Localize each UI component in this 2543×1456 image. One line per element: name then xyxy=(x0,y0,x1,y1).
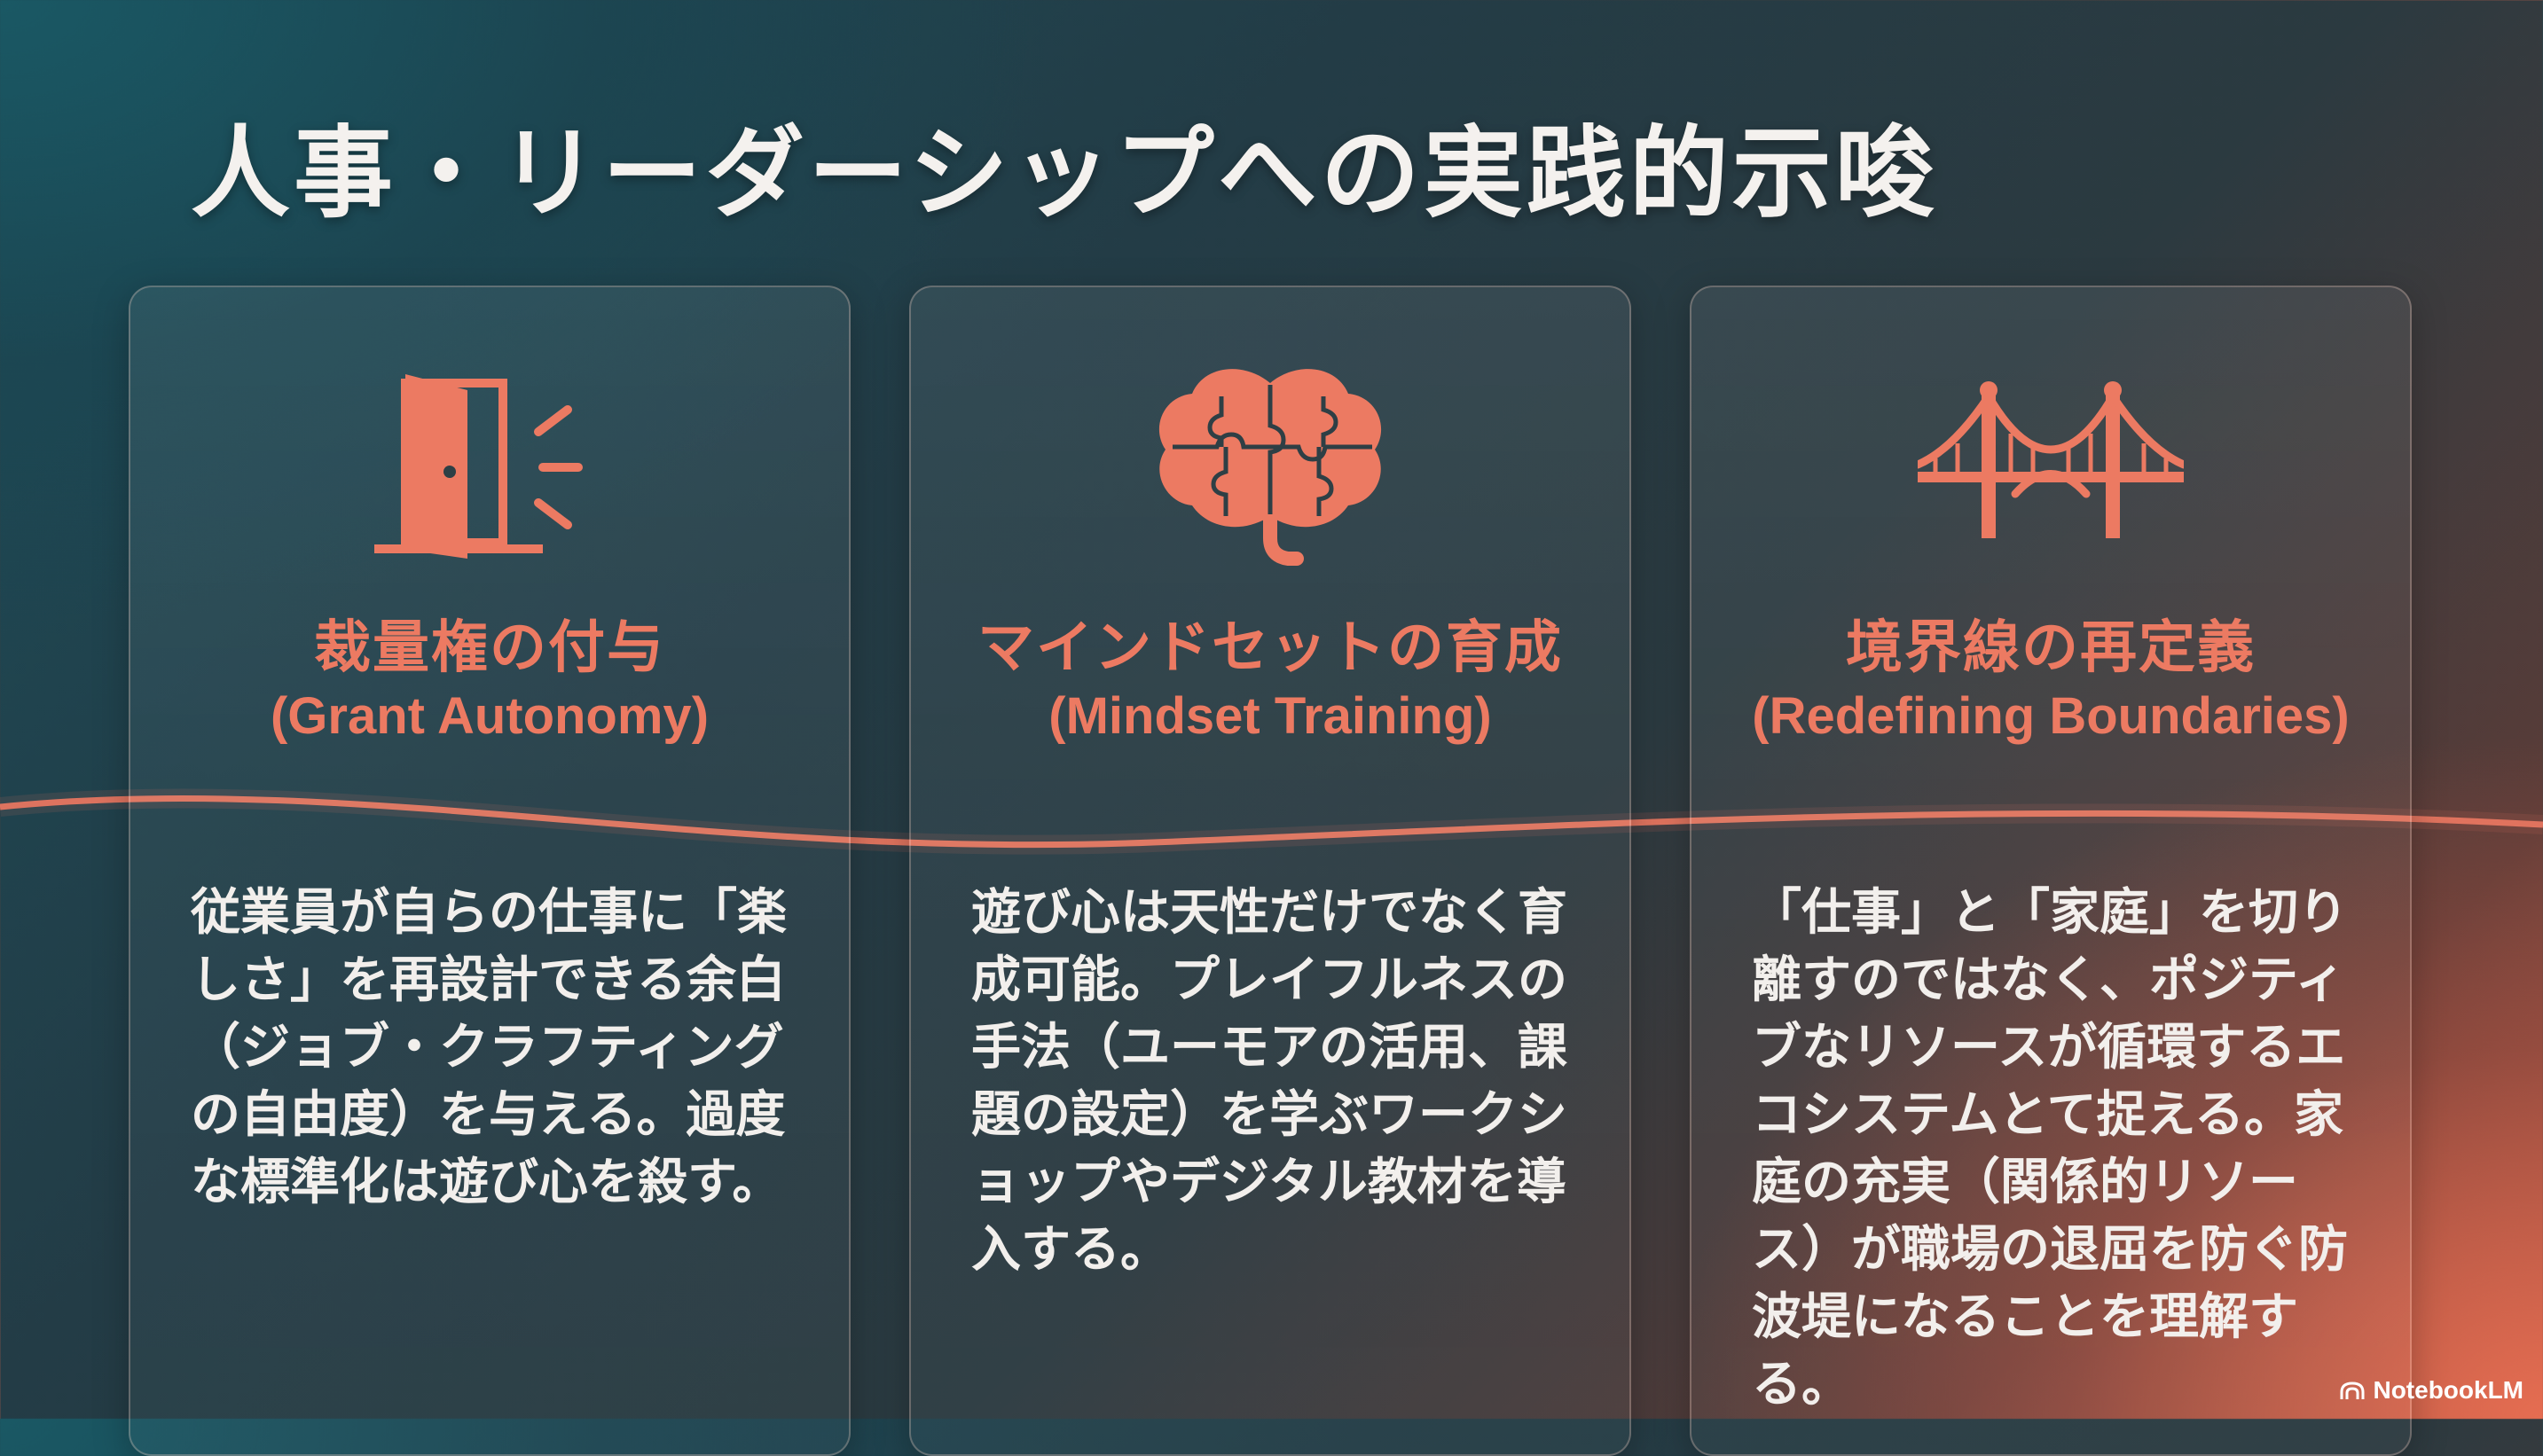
card-heading-jp: 境界線の再定義 xyxy=(1846,615,2256,681)
card-heading-jp: 裁量権の付与 xyxy=(314,615,665,681)
notebooklm-brand: NotebookLM xyxy=(2339,1376,2523,1405)
bridge-icon xyxy=(1918,348,2184,569)
card-body: 遊び心は天性だけでなく育成可能。プレイフルネスの手法（ユーモアの活用、課題の設定… xyxy=(971,884,1567,1279)
card-body: 「仕事」と「家庭」を切り離すのではなく、ポジティブなリソースが循環するエコシステ… xyxy=(1752,884,2348,1413)
notebooklm-logo-icon xyxy=(2340,1382,2365,1399)
card-redefining-boundaries: 境界線の再定義 (Redefining Boundaries) 「仕事」と「家庭… xyxy=(1690,286,2412,1456)
card-heading: 裁量権の付与 (Grant Autonomy) xyxy=(130,620,849,742)
card-heading: 境界線の再定義 (Redefining Boundaries) xyxy=(1691,620,2410,742)
card-mindset-training: マインドセットの育成 (Mindset Training) 遊び心は天性だけでな… xyxy=(909,286,1631,1456)
card-heading-en: (Grant Autonomy) xyxy=(270,687,710,745)
card-heading-en: (Redefining Boundaries) xyxy=(1752,687,2350,745)
open-door-icon xyxy=(357,348,623,569)
card-heading: マインドセットの育成 (Mindset Training) xyxy=(911,620,1629,742)
card-heading-jp: マインドセットの育成 xyxy=(977,615,1563,681)
card-heading-en: (Mindset Training) xyxy=(1048,687,1492,745)
brand-label: NotebookLM xyxy=(2373,1376,2523,1404)
card-grant-autonomy: 裁量権の付与 (Grant Autonomy) 従業員が自らの仕事に「楽しさ」を… xyxy=(129,286,851,1456)
brain-puzzle-icon xyxy=(1137,348,1403,569)
page-title: 人事・リーダーシップへの実践的示唆 xyxy=(191,116,1938,231)
card-body: 従業員が自らの仕事に「楽しさ」を再設計できる余白（ジョブ・クラフティングの自由度… xyxy=(191,884,787,1211)
